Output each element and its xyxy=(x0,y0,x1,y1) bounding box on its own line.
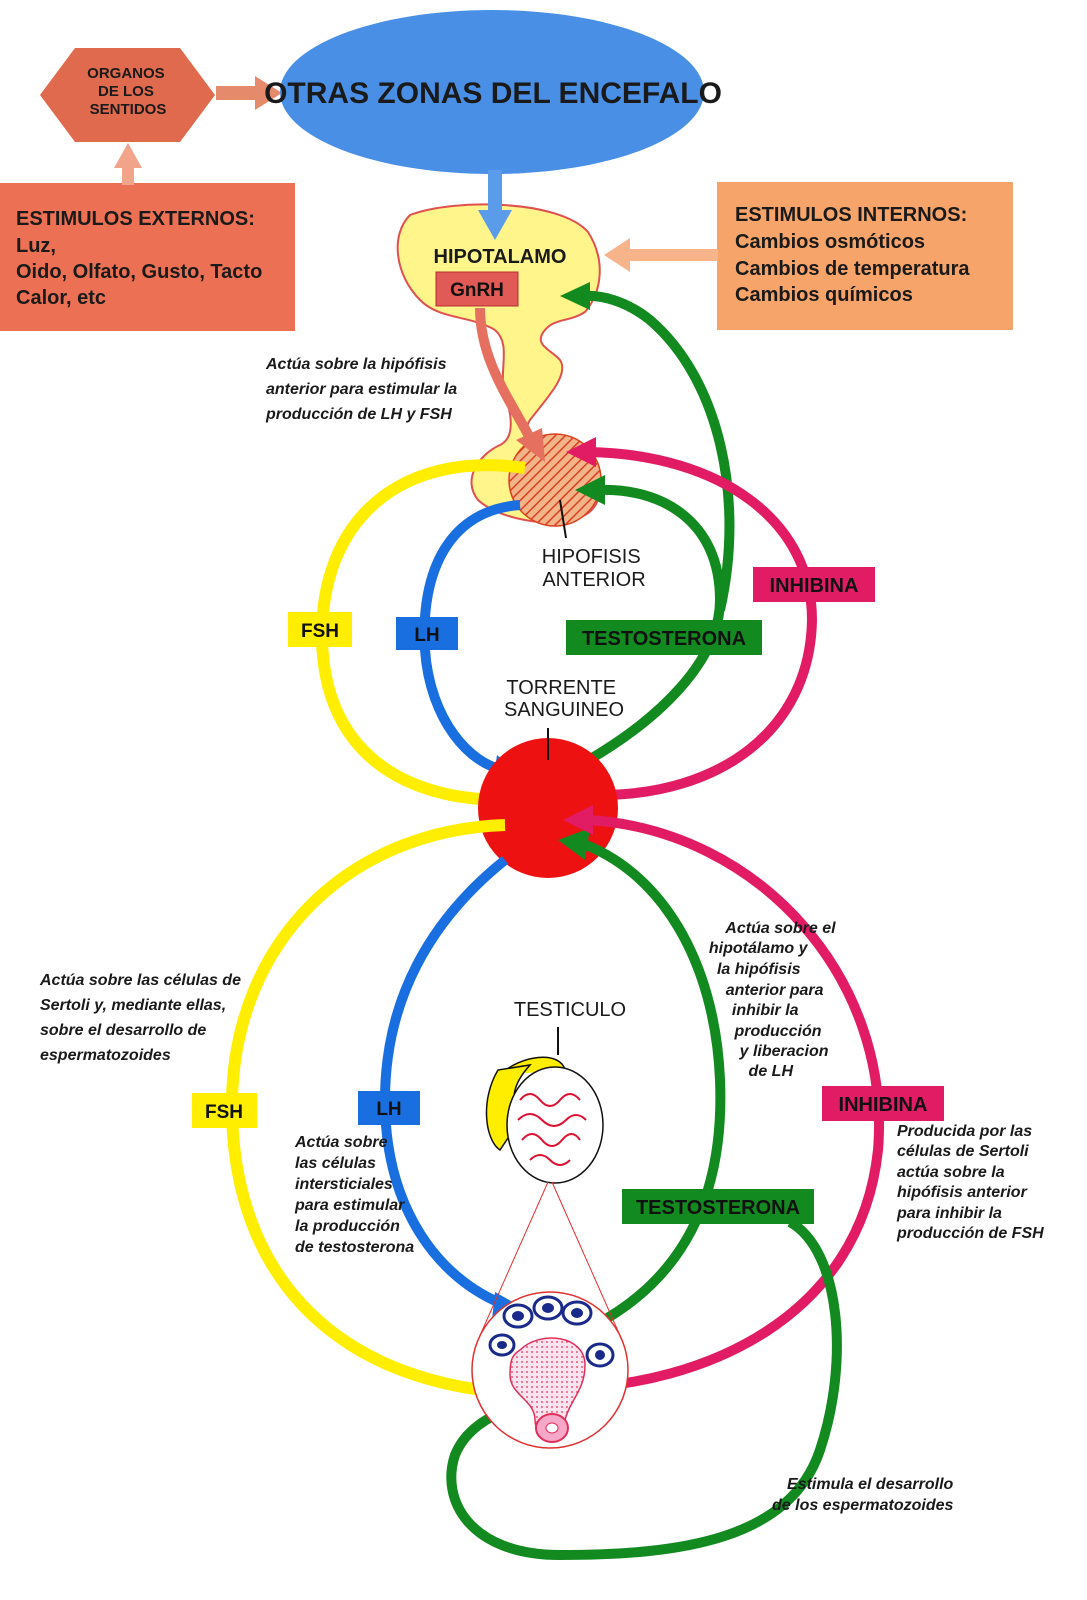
inhibina-lower-loop xyxy=(563,805,884,1393)
svg-text:TESTOSTERONA: TESTOSTERONA xyxy=(582,628,746,650)
svg-text:HIPOFISIS ANTERIOR: HIPOFISIS ANTERIOR xyxy=(542,546,646,591)
svg-text:LH: LH xyxy=(376,1099,401,1120)
svg-text:ORGANOS DE LOS SEN: ORGANOS DE LOS SENTIDOS xyxy=(87,65,169,118)
arrow-encefalo-to-hipotalamo xyxy=(478,170,512,240)
torrente-line-2: SANGUINEO xyxy=(504,699,624,721)
externos-node: ESTIMULOS EXTERNOS: Luz, Oido, Olfato, G… xyxy=(0,183,295,331)
gnrh-action-note: Actúa sobre la hipófisis anterior para e… xyxy=(265,356,462,423)
testiculo-label: TESTICULO xyxy=(514,999,626,1021)
hipofisis-line-2: ANTERIOR xyxy=(542,569,645,591)
externos-line-2: Oido, Olfato, Gusto, Tacto xyxy=(16,261,262,283)
arrow-gnrh-to-hipofisis xyxy=(475,307,545,462)
organos-line-3: SENTIDOS xyxy=(90,101,167,118)
testosterona-lower-label: TESTOSTERONA xyxy=(622,1189,814,1224)
internos-line-3: Cambios químicos xyxy=(735,284,913,306)
svg-text:INHIBINA: INHIBINA xyxy=(839,1094,928,1116)
gnrh-text: GnRH xyxy=(450,280,504,301)
organos-node: ORGANOS DE LOS SENTIDOS xyxy=(40,48,215,142)
torrente-line-1: TORRENTE xyxy=(506,677,616,699)
fsh-upper-label: FSH xyxy=(288,612,352,647)
inhibina-lower-label: INHIBINA xyxy=(822,1086,944,1121)
arrow-internos-to-hipotalamo xyxy=(604,238,718,272)
organos-line-1: ORGANOS xyxy=(87,65,165,82)
encefalo-node: OTRAS ZONAS DEL ENCEFALO xyxy=(264,10,722,174)
fsh-lower-label: FSH xyxy=(192,1093,257,1128)
inhibina-upper-label: INHIBINA xyxy=(753,567,875,602)
svg-text:ESTIMULOS EXTERNOS: Luz,: ESTIMULOS EXTERNOS: Luz, Oido, Olfato, G… xyxy=(16,208,268,309)
svg-text:INHIBINA: INHIBINA xyxy=(770,575,859,597)
externos-line-3: Calor, etc xyxy=(16,287,106,309)
inhibina-action-note: Producida por las células de Sertoli act… xyxy=(896,1123,1044,1242)
hipotalamo-label: HIPOTALAMO xyxy=(434,246,567,268)
svg-text:TESTOSTERONA: TESTOSTERONA xyxy=(636,1197,800,1219)
svg-text:ESTIMULOS INTERNOS: Camb: ESTIMULOS INTERNOS: Cambios osmóticos Ca… xyxy=(735,204,975,306)
organos-line-2: DE LOS xyxy=(98,83,154,100)
svg-text:FSH: FSH xyxy=(205,1102,243,1123)
lh-upper-label: LH xyxy=(396,617,458,650)
svg-text:LH: LH xyxy=(414,625,439,646)
interstitial-cells xyxy=(488,1295,615,1368)
externos-title: ESTIMULOS EXTERNOS: xyxy=(16,208,255,230)
testosterona-upper-loop-hipotalamo xyxy=(560,282,735,612)
lh-lower-label: LH xyxy=(358,1091,420,1125)
arrow-organos-to-encefalo xyxy=(216,76,282,110)
svg-text:FSH: FSH xyxy=(301,621,339,642)
testosterona-upper-label: TESTOSTERONA xyxy=(566,620,762,655)
lh-action-note: Actúa sobre las células intersticiales p… xyxy=(294,1134,414,1256)
internos-title: ESTIMULOS INTERNOS: xyxy=(735,204,967,226)
inhibina-upper-loop xyxy=(566,437,818,800)
internos-line-1: Cambios osmóticos xyxy=(735,231,925,253)
testosterona-action-note: Actúa sobre el hipotálamo y la hipófisis… xyxy=(709,920,840,1080)
internos-line-2: Cambios de temperatura xyxy=(735,258,970,280)
sperm-action-note: Estimula el desarrollo de los espermatoz… xyxy=(772,1476,958,1514)
testosterona-lower-loop xyxy=(558,828,726,1330)
externos-line-1: Luz, xyxy=(16,235,56,257)
hipofisis-line-1: HIPOFISIS xyxy=(542,546,641,568)
svg-text:TORRENTE SANGUINEO: TORRENTE SANGUINEO xyxy=(504,677,624,721)
testiculo-illustration: TESTICULO xyxy=(471,999,629,1449)
gnrh-box: GnRH xyxy=(435,271,519,307)
encefalo-label: OTRAS ZONAS DEL ENCEFALO xyxy=(264,77,722,110)
internos-node: ESTIMULOS INTERNOS: Cambios osmóticos Ca… xyxy=(717,182,1013,330)
arrow-externos-to-organos xyxy=(114,143,142,185)
fsh-action-note: Actúa sobre las células de Sertoli y, me… xyxy=(39,972,245,1064)
